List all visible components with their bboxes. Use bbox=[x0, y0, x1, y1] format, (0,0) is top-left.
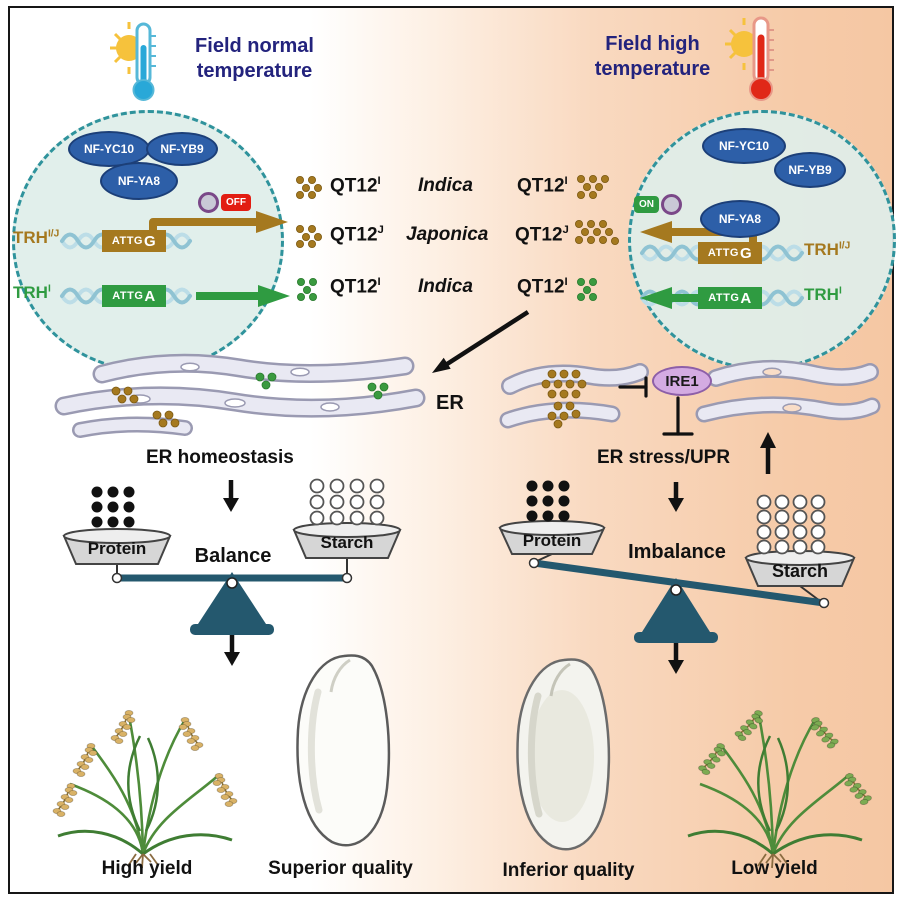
gene-label-trh-i-left: TRHI bbox=[13, 283, 51, 302]
qt12-i-right-1: QT12I bbox=[517, 175, 568, 197]
low-yield-label: Low yield bbox=[731, 858, 818, 879]
switch-off: OFF bbox=[198, 192, 251, 213]
nfya8-left: NF-YA8 bbox=[100, 162, 178, 200]
balance-scale-right bbox=[498, 480, 856, 643]
nfyb9-left: NF-YB9 bbox=[146, 132, 218, 166]
arrow-to-er bbox=[432, 310, 530, 373]
variety-japonica: Japonica bbox=[406, 224, 489, 245]
protein-dots-left bbox=[91, 486, 135, 528]
qt12-protein-dots-brown bbox=[295, 174, 620, 248]
starch-pan-left: Starch bbox=[320, 533, 374, 552]
arrow-down-right-1 bbox=[668, 482, 684, 512]
qt12-i-left-1: QT12I bbox=[330, 175, 381, 197]
nfyc10-left: NF-YC10 bbox=[68, 131, 150, 167]
starch-circles-left bbox=[309, 478, 385, 526]
protein-pan-left: Protein bbox=[87, 539, 147, 558]
inhibition-dots-to-ire1 bbox=[618, 376, 648, 398]
er-right-aggregate-dots bbox=[541, 369, 587, 429]
roots bbox=[757, 853, 789, 869]
arrow-up-to-er bbox=[760, 432, 776, 474]
switch-on: ON bbox=[634, 194, 682, 215]
protein-dots-right bbox=[526, 480, 570, 522]
switch-knob-icon bbox=[661, 194, 682, 215]
er-stress-label: ER stress/UPR bbox=[597, 447, 731, 468]
qt12-i-right-2: QT12I bbox=[517, 276, 568, 298]
left-condition-title: Field normal temperature bbox=[195, 35, 314, 82]
balance-scale-left bbox=[62, 478, 402, 635]
imbalance-label: Imbalance bbox=[628, 541, 726, 563]
inhibition-ire1-down bbox=[662, 396, 694, 436]
gene-label-trh-ij-left: TRHI/J bbox=[13, 228, 60, 247]
qt12-j-left: QT12J bbox=[330, 224, 384, 246]
arrow-down-left-2 bbox=[224, 634, 240, 666]
transcription-arrow-right-green bbox=[640, 287, 698, 309]
nfya8-right: NF-YA8 bbox=[700, 200, 780, 238]
qt12-i-left-2: QT12I bbox=[330, 276, 381, 298]
er-label: ER bbox=[436, 392, 464, 414]
inferior-quality-label: Inferior quality bbox=[502, 860, 635, 881]
roots bbox=[127, 853, 159, 869]
rice-grain-inferior bbox=[516, 658, 611, 851]
cold-thermometer-icon bbox=[110, 22, 156, 101]
arrow-down-left-1 bbox=[223, 480, 239, 512]
variety-indica-2: Indica bbox=[418, 276, 473, 297]
right-condition-title: Field high temperature bbox=[594, 33, 711, 80]
golden-panicles bbox=[52, 709, 238, 818]
transcription-arrow-left-gold bbox=[149, 211, 288, 233]
starch-pan-right: Starch bbox=[771, 561, 829, 581]
er-homeostasis-label: ER homeostasis bbox=[146, 447, 294, 468]
off-badge: OFF bbox=[221, 194, 251, 211]
er-left bbox=[54, 353, 426, 438]
variety-indica-1: Indica bbox=[418, 175, 473, 196]
gene-label-trh-i-right: TRHI bbox=[804, 285, 842, 304]
on-badge: ON bbox=[634, 196, 659, 213]
switch-knob-icon bbox=[198, 192, 219, 213]
qt12-protein-dots-green bbox=[296, 277, 598, 301]
ire1-sensor: IRE1 bbox=[652, 366, 712, 396]
protein-pan-right: Protein bbox=[522, 531, 582, 550]
rice-grain-superior bbox=[296, 654, 391, 847]
nfyc10-right: NF-YC10 bbox=[702, 128, 786, 164]
rice-plant-low-yield bbox=[687, 705, 874, 869]
er-left-cargo-dots bbox=[111, 372, 389, 428]
gene-label-trh-ij-right: TRHI/J bbox=[804, 240, 851, 259]
rice-plant-high-yield bbox=[52, 709, 238, 869]
high-yield-label: High yield bbox=[101, 858, 193, 879]
superior-quality-label: Superior quality bbox=[268, 858, 413, 879]
hot-thermometer-icon bbox=[725, 16, 774, 101]
qt12-j-right: QT12J bbox=[515, 224, 569, 246]
nfyb9-right: NF-YB9 bbox=[774, 152, 846, 188]
balance-label: Balance bbox=[194, 545, 272, 567]
arrow-down-right-2 bbox=[668, 642, 684, 674]
starch-circles-right bbox=[756, 494, 826, 555]
er-right bbox=[499, 359, 881, 429]
transcription-arrow-left-green bbox=[196, 285, 290, 307]
